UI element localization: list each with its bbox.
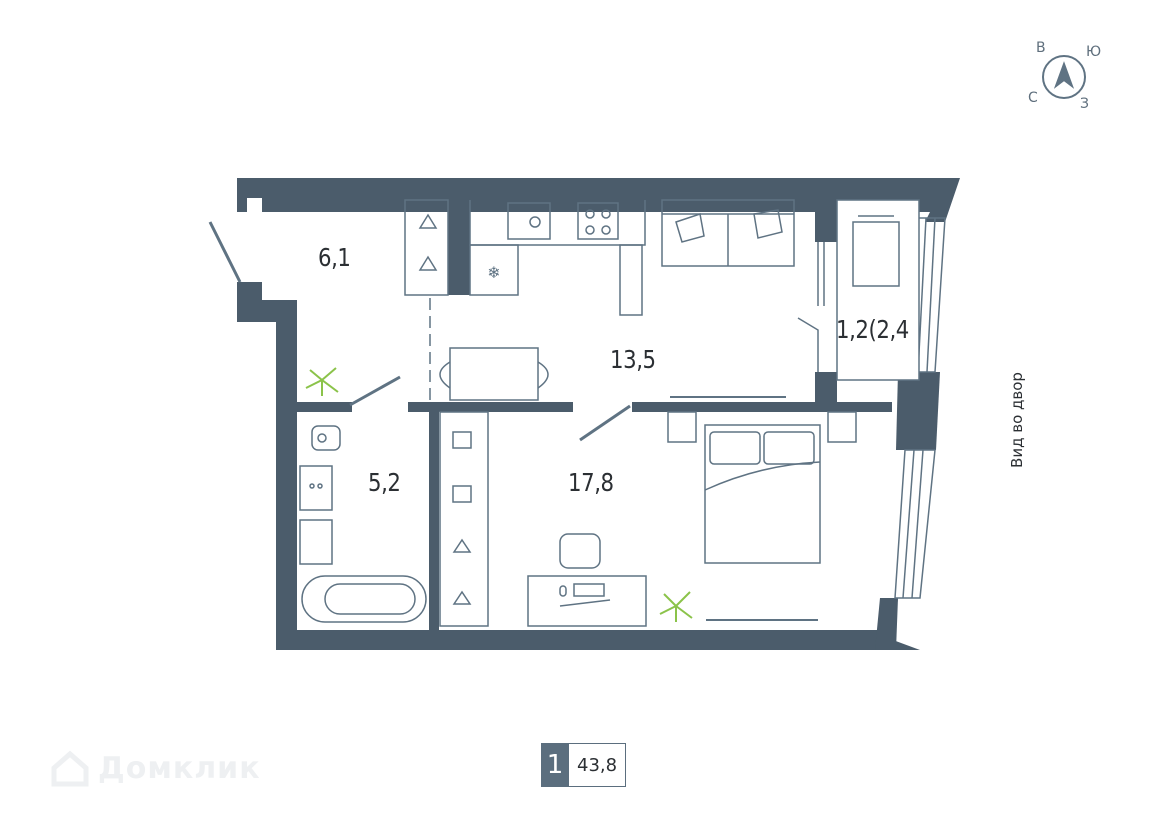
bathroom-area: 5,2: [368, 468, 401, 497]
walls: [237, 178, 960, 650]
house-logo-icon: [51, 750, 89, 787]
compass-icon: [1042, 55, 1086, 99]
dining-table: [439, 347, 549, 401]
total-area: 43,8: [569, 743, 627, 787]
compass-east: В: [1036, 40, 1046, 56]
tv-unit: [670, 396, 818, 621]
compass-north: С: [1028, 90, 1038, 106]
sofa: [661, 199, 795, 267]
kitchen-living-area: 13,5: [610, 345, 656, 374]
view-direction-label: Вид во двор: [1008, 372, 1026, 468]
room-count: 1: [541, 743, 569, 787]
desk: [527, 533, 647, 627]
bedroom-area: 17,8: [568, 468, 614, 497]
balcony-area-label: 1,2(2,4: [836, 315, 909, 344]
doors: [349, 375, 631, 442]
entrance-door: [208, 221, 242, 283]
apartment-badge: 1 43,8: [541, 743, 627, 787]
bedroom-wardrobe: [439, 411, 489, 627]
brand-name: Домклик: [98, 750, 261, 786]
kitchen: ❄: [469, 200, 646, 316]
balcony-area: [797, 199, 920, 381]
hall-wardrobe: [404, 199, 449, 402]
svg-text:❄: ❄: [487, 263, 500, 282]
bathroom-fixtures: [299, 425, 427, 623]
compass-west: З: [1080, 96, 1089, 112]
compass-south: Ю: [1086, 44, 1102, 60]
plant-icon: [305, 367, 693, 622]
hall-area: 6,1: [318, 243, 351, 272]
bed: [667, 411, 857, 564]
brand-watermark: Домклик: [50, 748, 261, 788]
